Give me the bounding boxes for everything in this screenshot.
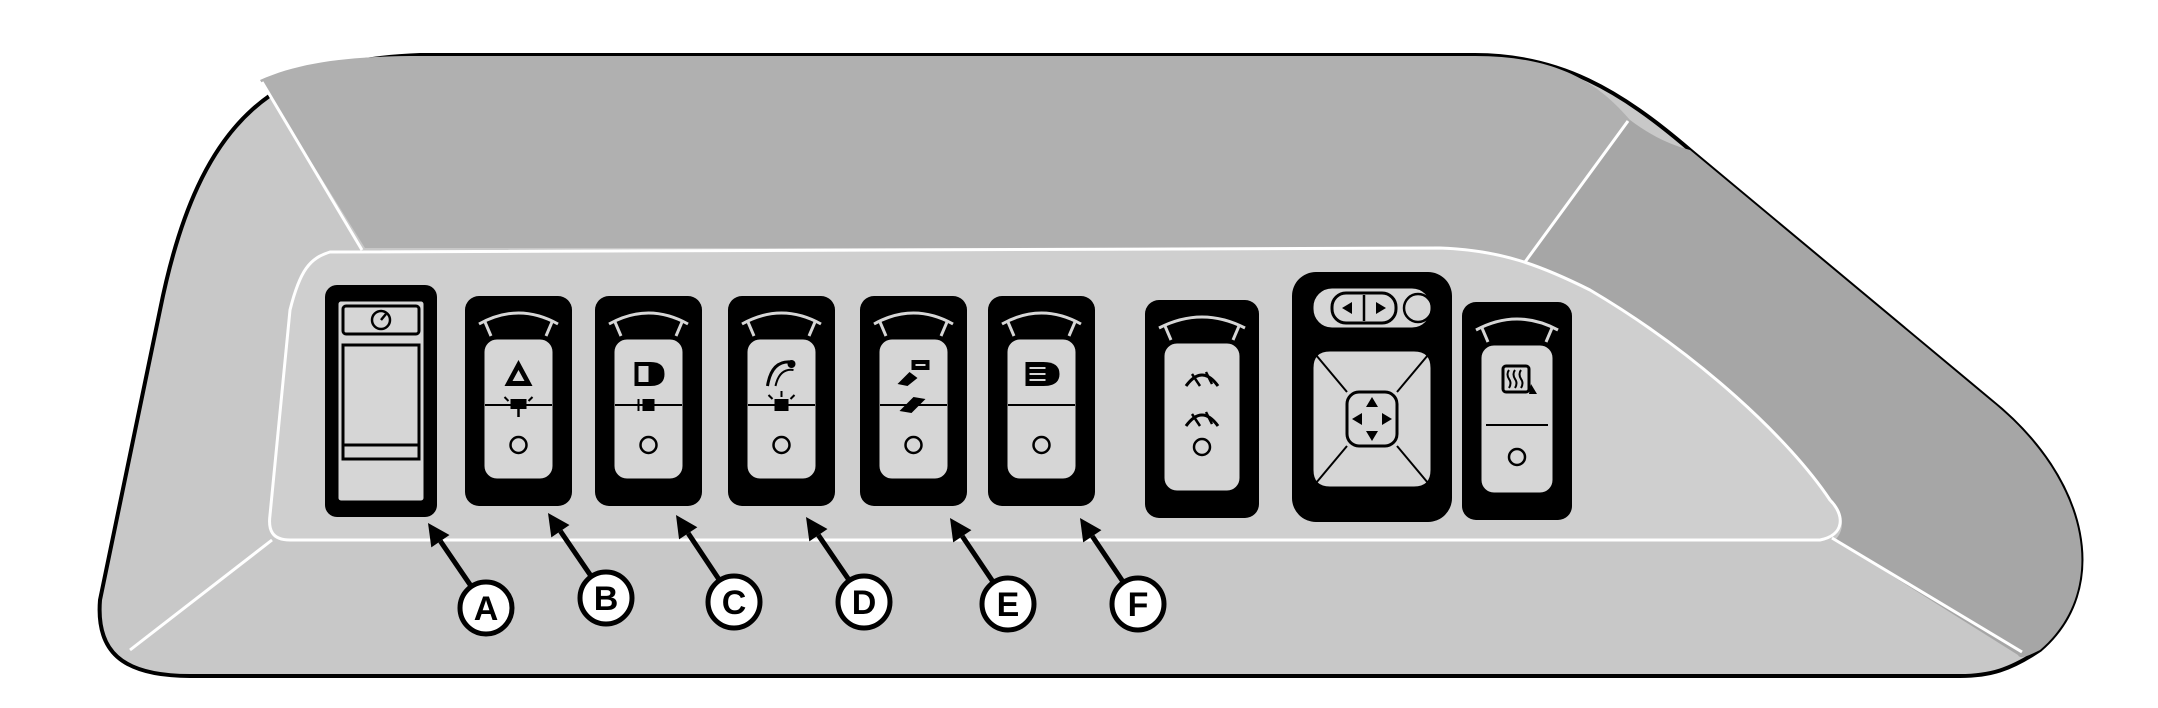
gauge-icon <box>370 309 392 331</box>
callout-a: A <box>428 523 515 637</box>
mirror-selector-icon[interactable] <box>1330 291 1434 325</box>
switch-a-lower-strip <box>341 443 421 461</box>
callout-group: A B C D E F <box>428 513 1167 637</box>
indicator-led <box>1032 435 1051 455</box>
switch-top-lip <box>478 311 559 326</box>
switch-paddle <box>1004 336 1079 482</box>
bevel-line-bottom-left <box>129 538 273 652</box>
callout-c: C <box>676 515 763 631</box>
switch-top-lip <box>873 311 954 326</box>
bevel-line-top-right <box>1523 120 1630 263</box>
switch-top-lip <box>608 311 689 326</box>
switch-paddle <box>1161 340 1243 494</box>
callout-leader-line <box>1090 534 1125 584</box>
indicator-led <box>1192 437 1212 457</box>
rocker-switch-defrost[interactable] <box>1462 302 1572 520</box>
rocker-switch-f[interactable] <box>988 296 1095 506</box>
rear-wiper-icon <box>1184 411 1220 427</box>
callout-arrowhead <box>806 517 828 542</box>
callout-leader-line <box>438 539 473 588</box>
headlight-icon <box>634 362 665 386</box>
switch-top-lip <box>741 311 822 326</box>
callout-circle <box>1109 575 1167 633</box>
callout-leader-line <box>816 533 851 582</box>
rocker-switch-e[interactable] <box>860 296 967 506</box>
console-right-surface <box>1525 120 2082 658</box>
work-light-icon <box>503 396 534 417</box>
indicator-led <box>904 435 923 455</box>
callout-circle <box>457 579 515 637</box>
callout-arrowhead <box>428 523 450 548</box>
callout-arrowhead <box>950 518 972 543</box>
beacon-icon <box>767 391 796 411</box>
rear-work-light-icon <box>766 360 796 387</box>
high-beam-icon <box>1025 362 1060 386</box>
callout-leader-line <box>558 529 593 578</box>
callout-leader-line <box>960 534 995 584</box>
bevel-line-bottom-right <box>1831 536 2023 654</box>
callout-label: C <box>722 584 747 622</box>
console-top-surface <box>260 56 1630 262</box>
rocker-switch-wiper[interactable] <box>1145 300 1259 518</box>
callout-label: D <box>852 584 877 622</box>
callout-leader-line <box>686 531 722 581</box>
callout-label: F <box>1128 586 1149 624</box>
switch-top-lip <box>1475 317 1559 332</box>
callout-circle <box>705 573 763 631</box>
callout-circle <box>577 569 635 627</box>
callout-arrowhead <box>676 515 698 540</box>
callout-f: F <box>1080 518 1167 633</box>
indicator-led <box>772 435 791 455</box>
rocker-switch-row <box>465 296 1572 520</box>
front-boom-light-icon <box>897 360 930 386</box>
hazard-warning-icon <box>504 360 533 386</box>
rocker-switch-c[interactable] <box>595 296 702 506</box>
switch-a-paddle <box>341 343 421 447</box>
callout-arrowhead <box>548 513 570 538</box>
callout-b: B <box>548 513 635 627</box>
indicator-led <box>1507 447 1527 467</box>
bevel-line-top-left <box>260 81 364 251</box>
callout-label: B <box>594 580 619 618</box>
rocker-switch-a[interactable] <box>325 285 437 517</box>
callout-circle <box>979 575 1037 633</box>
rocker-switch-b[interactable] <box>465 296 572 506</box>
rear-defrost-icon <box>1501 364 1537 394</box>
switch-top-lip <box>1158 315 1246 330</box>
callout-circle <box>835 573 893 631</box>
boom-light-icon <box>899 397 926 413</box>
callout-label: E <box>997 586 1020 624</box>
mirror-adjust-icon[interactable] <box>1310 348 1434 490</box>
switch-paddle <box>1478 342 1556 496</box>
callout-label: A <box>474 590 499 628</box>
callout-arrowhead <box>1080 518 1102 543</box>
indicator-led <box>639 435 658 455</box>
switch-top-lip <box>1001 311 1082 326</box>
callout-e: E <box>950 518 1037 633</box>
callout-d: D <box>806 517 893 631</box>
parking-light-icon <box>637 399 655 411</box>
mirror-control[interactable] <box>1292 272 1452 522</box>
rocker-switch-d[interactable] <box>728 296 835 506</box>
indicator-led <box>509 435 528 455</box>
front-wiper-icon <box>1184 371 1220 387</box>
